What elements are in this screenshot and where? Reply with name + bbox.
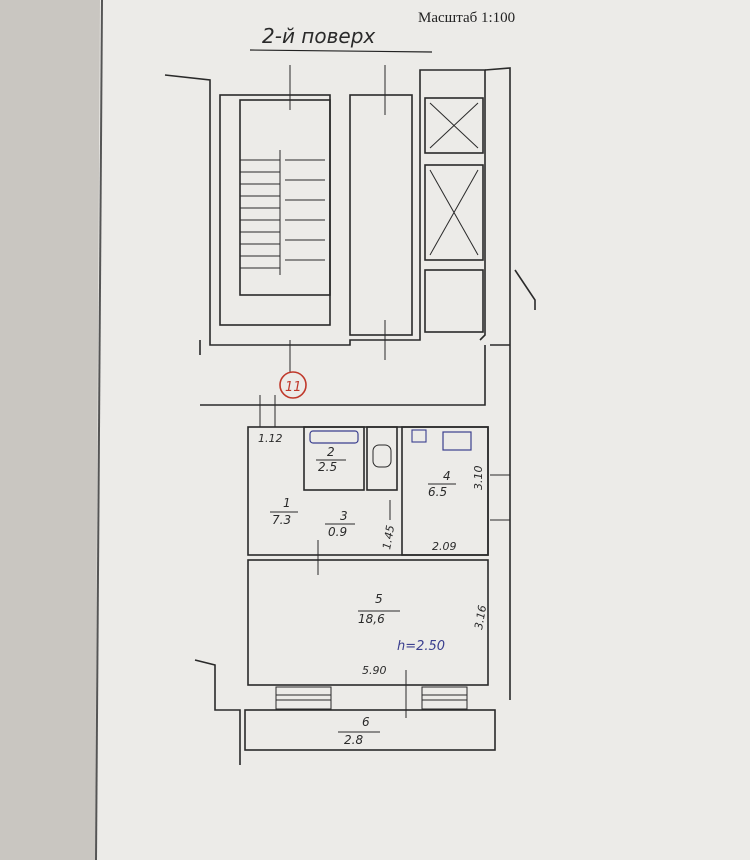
room-4-area: 6.5	[428, 485, 447, 499]
dim-room4-width: 2.09	[432, 540, 457, 553]
room-labels: 1 7.3 2 2.5 3 0.9 4 6.5 5 18,6 6 2.8	[270, 445, 456, 747]
living-room	[247, 559, 489, 686]
floor-note: 2-й поверх	[262, 24, 375, 48]
dimension-labels: 1.12 3.10 2.09 1.45 3.16 5.90 h=2.50	[258, 432, 489, 677]
apartment-marker	[279, 371, 307, 399]
room-6-area: 2.8	[344, 733, 363, 747]
toilet-icon	[372, 444, 392, 468]
room-5-number: 5	[375, 592, 383, 606]
room-1-area: 7.3	[272, 513, 291, 527]
sink-icon	[411, 429, 427, 443]
dim-room5-depth: 3.16	[472, 604, 489, 630]
floor-note-underline	[249, 49, 433, 53]
scale-label: Масштаб 1:100	[418, 10, 515, 26]
vent-shaft-1	[424, 97, 484, 154]
apartment-plan	[194, 344, 510, 765]
stove-icon	[442, 431, 472, 451]
dim-corridor: 1.45	[380, 524, 397, 550]
elevator-shaft	[424, 164, 484, 261]
toilet-room	[366, 426, 398, 491]
room-3-number: 3	[340, 509, 348, 523]
dim-room4-length: 3.10	[472, 466, 485, 491]
kitchen	[401, 426, 489, 556]
room-4-number: 4	[443, 469, 451, 483]
dim-hall-width: 1.12	[258, 432, 283, 445]
left-page	[0, 0, 100, 860]
room-3-area: 0.9	[328, 525, 347, 539]
apartment-number: 11	[285, 380, 302, 395]
ceiling-height: h=2.50	[397, 639, 445, 654]
room-2-number: 2	[327, 445, 335, 459]
bathtub-icon	[309, 430, 359, 444]
room-2-area: 2.5	[318, 460, 337, 474]
dim-room5-width: 5.90	[362, 664, 387, 677]
stairwell-block	[164, 65, 536, 700]
room-6-number: 6	[362, 715, 370, 729]
balcony	[244, 709, 496, 751]
room-1-number: 1	[283, 496, 291, 510]
bathroom	[303, 426, 365, 491]
room-5-area: 18,6	[358, 612, 385, 626]
page-fold	[95, 0, 103, 860]
